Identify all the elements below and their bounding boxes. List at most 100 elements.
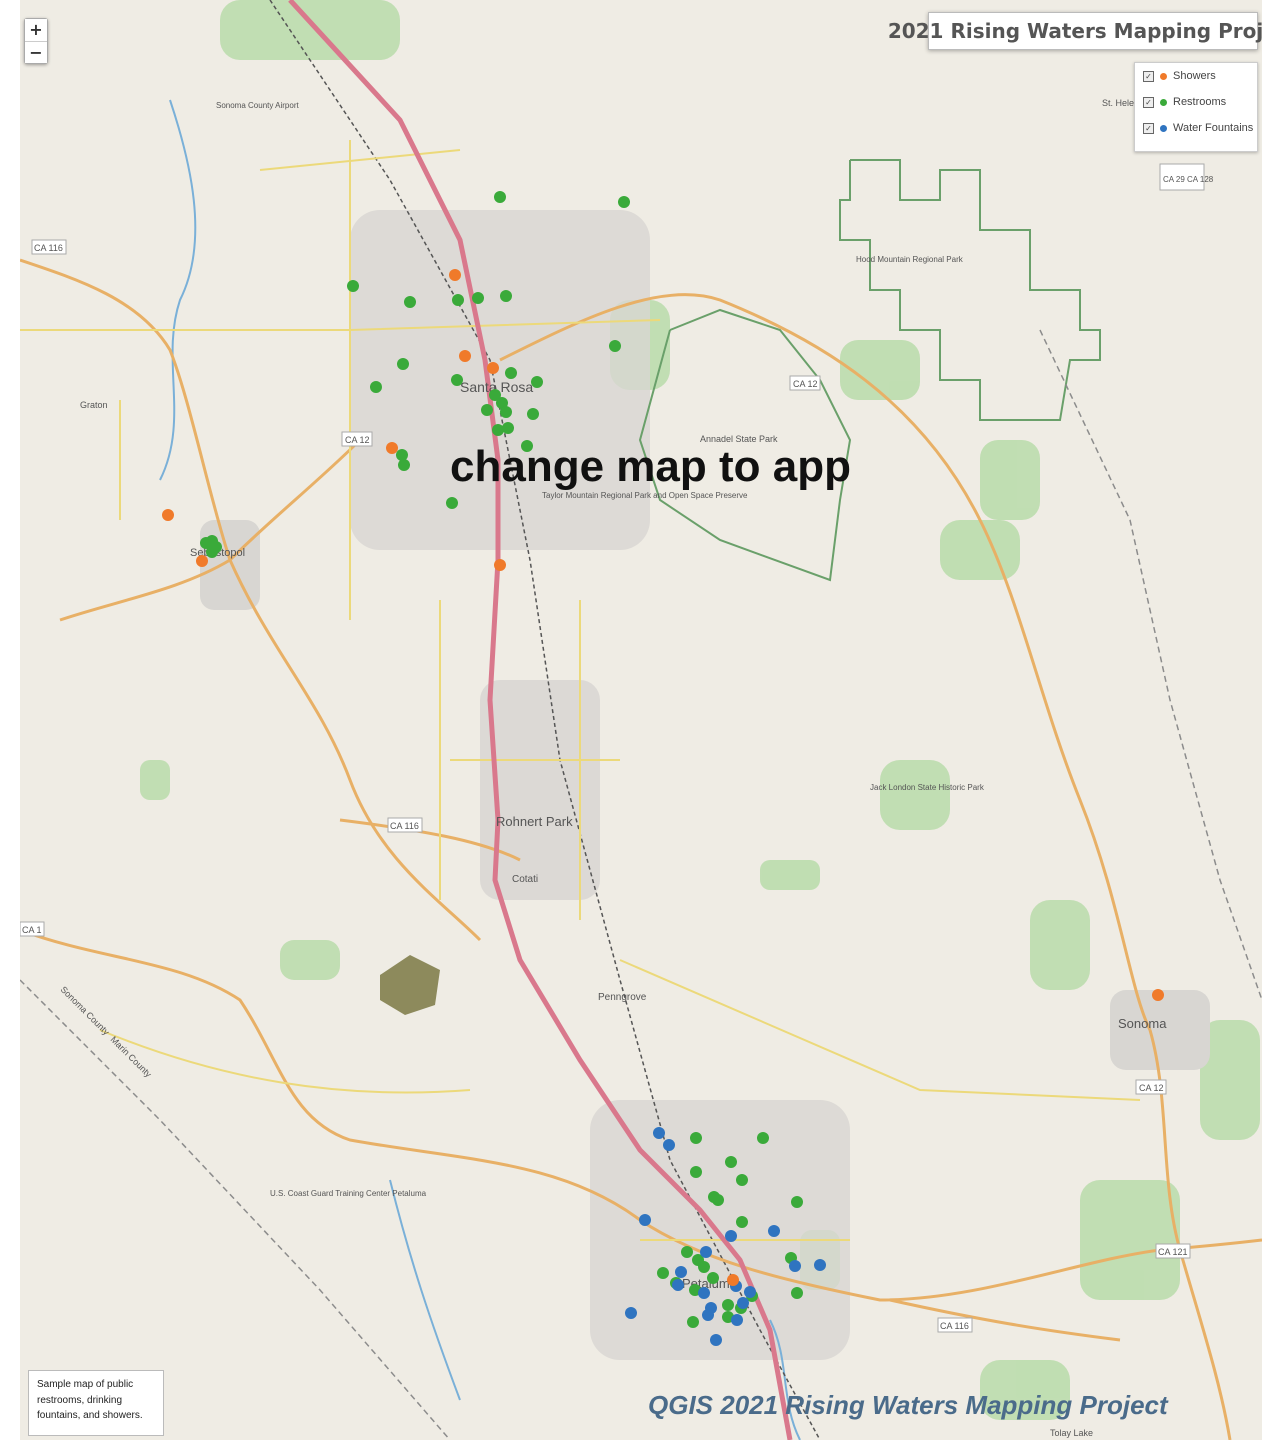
restrooms-marker[interactable] [206, 535, 218, 547]
restrooms-marker[interactable] [492, 424, 504, 436]
checkbox-showers[interactable]: ✓ [1143, 70, 1154, 82]
fountains-marker[interactable] [700, 1246, 712, 1258]
restrooms-marker[interactable] [531, 376, 543, 388]
fountains-marker[interactable] [737, 1297, 749, 1309]
restrooms-marker[interactable] [494, 191, 506, 203]
svg-text:CA 1: CA 1 [22, 925, 42, 935]
zoom-in-button[interactable]: + [25, 19, 47, 41]
restrooms-marker[interactable] [396, 449, 408, 461]
showers-marker[interactable] [162, 509, 174, 521]
restrooms-marker[interactable] [500, 406, 512, 418]
restrooms-marker[interactable] [736, 1174, 748, 1186]
restrooms-marker[interactable] [521, 440, 533, 452]
restrooms-marker[interactable] [446, 497, 458, 509]
fountains-marker[interactable] [710, 1334, 722, 1346]
showers-marker[interactable] [386, 442, 398, 454]
restrooms-marker[interactable] [690, 1132, 702, 1144]
label-annadel: Annadel State Park [700, 434, 778, 444]
showers-marker[interactable] [196, 555, 208, 567]
label-taylor-mountain: Taylor Mountain Regional Park and Open S… [542, 491, 748, 500]
shield-ca121: CA 121 [1155, 1243, 1191, 1259]
restrooms-marker[interactable] [404, 296, 416, 308]
restrooms-dot-icon [1160, 98, 1167, 106]
svg-text:CA 116: CA 116 [940, 1321, 969, 1331]
restrooms-marker[interactable] [505, 367, 517, 379]
fountains-marker[interactable] [731, 1314, 743, 1326]
major-roads [20, 258, 1262, 1440]
zoom-out-button[interactable]: − [25, 41, 47, 63]
legend-label-fountains: Water Fountains [1173, 122, 1254, 134]
fountains-marker[interactable] [814, 1259, 826, 1271]
restrooms-marker[interactable] [502, 422, 514, 434]
restrooms-marker[interactable] [370, 381, 382, 393]
restrooms-marker[interactable] [451, 374, 463, 386]
restrooms-marker[interactable] [681, 1246, 693, 1258]
legend-row-restrooms[interactable]: ✓ Restrooms [1135, 89, 1257, 115]
label-santa-rosa: Santa Rosa [460, 379, 533, 395]
fountains-marker[interactable] [653, 1127, 665, 1139]
restrooms-marker[interactable] [690, 1166, 702, 1178]
fountains-marker[interactable] [625, 1307, 637, 1319]
showers-marker[interactable] [449, 269, 461, 281]
restrooms-marker[interactable] [347, 280, 359, 292]
restrooms-marker[interactable] [489, 389, 501, 401]
restrooms-marker[interactable] [687, 1316, 699, 1328]
fountains-marker[interactable] [789, 1260, 801, 1272]
showers-marker[interactable] [459, 350, 471, 362]
map-caption: Sample map of public restrooms, drinking… [28, 1370, 164, 1436]
label-graton: Graton [80, 400, 108, 410]
shield-ca1: CA 1 [20, 921, 45, 937]
checkbox-fountains[interactable]: ✓ [1143, 122, 1154, 134]
annadel-boundary [638, 308, 852, 582]
fountains-marker[interactable] [725, 1230, 737, 1242]
restrooms-marker[interactable] [707, 1272, 719, 1284]
legend-row-fountains[interactable]: ✓ Water Fountains [1135, 115, 1257, 141]
restrooms-marker[interactable] [398, 459, 410, 471]
showers-marker[interactable] [494, 559, 506, 571]
restrooms-marker[interactable] [736, 1216, 748, 1228]
legend-label-restrooms: Restrooms [1173, 96, 1227, 108]
restrooms-marker[interactable] [757, 1132, 769, 1144]
shield-ca12-east: CA 12 [789, 375, 821, 391]
restrooms-marker[interactable] [609, 340, 621, 352]
fountains-marker[interactable] [639, 1214, 651, 1226]
overlay-note: change map to app [450, 442, 851, 491]
label-jack-london: Jack London State Historic Park [870, 783, 985, 792]
showers-marker[interactable] [1152, 989, 1164, 1001]
showers-marker[interactable] [727, 1274, 739, 1286]
facility-markers [162, 191, 1164, 1346]
county-lines [20, 329, 1262, 1440]
restrooms-marker[interactable] [618, 196, 630, 208]
restrooms-marker[interactable] [791, 1196, 803, 1208]
fountains-marker[interactable] [744, 1286, 756, 1298]
hood-mountain-boundary [839, 159, 1101, 421]
restrooms-marker[interactable] [481, 404, 493, 416]
restrooms-marker[interactable] [496, 397, 508, 409]
fountains-marker[interactable] [663, 1139, 675, 1151]
restrooms-marker[interactable] [712, 1194, 724, 1206]
showers-dot-icon [1160, 72, 1167, 80]
fountains-marker[interactable] [672, 1279, 684, 1291]
map-title: 2021 Rising Waters Mapping Project [888, 12, 1262, 50]
map-canvas[interactable]: Santa Rosa Sebastopol Rohnert Park Cotat… [20, 0, 1262, 1440]
restrooms-marker[interactable] [791, 1287, 803, 1299]
label-hood-mountain: Hood Mountain Regional Park [856, 255, 964, 264]
svg-text:CA 12: CA 12 [345, 435, 370, 445]
restrooms-marker[interactable] [657, 1267, 669, 1279]
showers-marker[interactable] [487, 362, 499, 374]
restrooms-marker[interactable] [397, 358, 409, 370]
restrooms-marker[interactable] [725, 1156, 737, 1168]
fountains-marker[interactable] [768, 1225, 780, 1237]
restrooms-marker[interactable] [472, 292, 484, 304]
fountains-marker[interactable] [698, 1287, 710, 1299]
fountains-marker[interactable] [702, 1309, 714, 1321]
fountains-marker[interactable] [675, 1266, 687, 1278]
svg-text:CA 29 CA 128: CA 29 CA 128 [1163, 175, 1214, 184]
restrooms-marker[interactable] [500, 290, 512, 302]
restrooms-marker[interactable] [452, 294, 464, 306]
legend-row-showers[interactable]: ✓ Showers [1135, 63, 1257, 89]
restrooms-marker[interactable] [698, 1261, 710, 1273]
restrooms-marker[interactable] [527, 408, 539, 420]
restrooms-marker[interactable] [722, 1299, 734, 1311]
checkbox-restrooms[interactable]: ✓ [1143, 96, 1154, 108]
